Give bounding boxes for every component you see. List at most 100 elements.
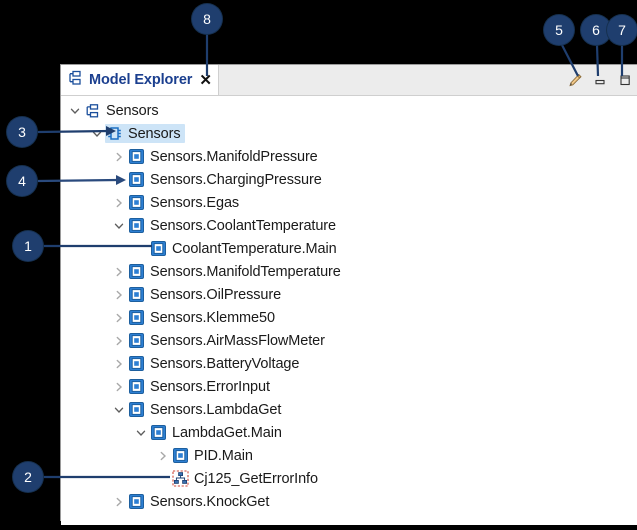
tree-row-label: Sensors.CoolantTemperature xyxy=(150,217,336,234)
tree-row-label: Sensors.LambdaGet xyxy=(150,401,282,418)
chevron-right-icon[interactable] xyxy=(111,494,127,510)
tree-row-content[interactable]: Sensors.LambdaGet xyxy=(127,400,285,419)
callout-marker-4: 4 xyxy=(7,166,37,196)
module-icon xyxy=(128,355,145,372)
tree-row[interactable]: Sensors.ManifoldPressure xyxy=(61,145,637,168)
close-icon[interactable]: ✕ xyxy=(199,71,212,89)
tree-row-content[interactable]: Cj125_GetErrorInfo xyxy=(171,469,322,488)
chevron-right-icon[interactable] xyxy=(111,310,127,326)
hierarchy-icon xyxy=(84,102,101,119)
tree-indent xyxy=(67,225,111,226)
module-icon xyxy=(128,263,145,280)
tree-indent xyxy=(67,478,155,479)
pencil-icon[interactable] xyxy=(567,72,583,88)
model-explorer-window: Model Explorer ✕ xyxy=(60,64,637,525)
module-icon xyxy=(128,194,145,211)
tree-row[interactable]: Sensors xyxy=(61,122,637,145)
tree-row-content[interactable]: Sensors.ManifoldTemperature xyxy=(127,262,345,281)
tree-row[interactable]: PID.Main xyxy=(61,444,637,467)
tree-indent xyxy=(67,156,111,157)
tree-row-content[interactable]: Sensors.AirMassFlowMeter xyxy=(127,331,329,350)
chevron-right-icon[interactable] xyxy=(155,448,171,464)
callout-marker-6: 6 xyxy=(581,15,611,45)
tree-row-content[interactable]: Sensors.Egas xyxy=(127,193,243,212)
tree-row[interactable]: Sensors.ErrorInput xyxy=(61,375,637,398)
tree-row-content[interactable]: Sensors.KnockGet xyxy=(127,492,273,511)
tree-row-content[interactable]: CoolantTemperature.Main xyxy=(149,239,341,258)
tree-row[interactable]: Sensors.ChargingPressure xyxy=(61,168,637,191)
callout-number: 4 xyxy=(18,173,26,189)
tree-row[interactable]: Sensors.ManifoldTemperature xyxy=(61,260,637,283)
chevron-right-icon[interactable] xyxy=(111,333,127,349)
tree-row[interactable]: LambdaGet.Main xyxy=(61,421,637,444)
module-icon xyxy=(128,378,145,395)
tree-row-content[interactable]: Sensors.ManifoldPressure xyxy=(127,147,322,166)
tree-row[interactable]: Sensors xyxy=(61,99,637,122)
tree-row[interactable]: CoolantTemperature.Main xyxy=(61,237,637,260)
tree-indent xyxy=(67,133,89,134)
minimize-icon[interactable] xyxy=(592,72,608,88)
chevron-right-icon[interactable] xyxy=(111,356,127,372)
tree-row-label: Sensors.Klemme50 xyxy=(150,309,275,326)
chevron-down-icon[interactable] xyxy=(89,126,105,142)
chevron-right-icon[interactable] xyxy=(111,195,127,211)
tree-row-content[interactable]: Sensors.CoolantTemperature xyxy=(127,216,340,235)
tree-row-content[interactable]: PID.Main xyxy=(171,446,257,465)
callout-number: 3 xyxy=(18,124,26,140)
tree-indent xyxy=(67,409,111,410)
network-icon xyxy=(172,470,189,487)
tree-row-content[interactable]: Sensors.Klemme50 xyxy=(127,308,279,327)
tree-row-label: Sensors.Egas xyxy=(150,194,240,211)
callout-marker-3: 3 xyxy=(7,117,37,147)
tree-indent xyxy=(67,294,111,295)
module-icon xyxy=(128,332,145,349)
chevron-right-icon[interactable] xyxy=(111,264,127,280)
tree-row[interactable]: Sensors.AirMassFlowMeter xyxy=(61,329,637,352)
tree-row[interactable]: Sensors.Klemme50 xyxy=(61,306,637,329)
chevron-down-icon[interactable] xyxy=(133,425,149,441)
tree-row[interactable]: Sensors.Egas xyxy=(61,191,637,214)
tree-row-content[interactable]: Sensors xyxy=(105,124,185,143)
tree-row-content[interactable]: Sensors.ErrorInput xyxy=(127,377,274,396)
tree-row[interactable]: Sensors.LambdaGet xyxy=(61,398,637,421)
module-icon xyxy=(128,148,145,165)
tab-model-explorer[interactable]: Model Explorer ✕ xyxy=(61,65,219,95)
tree-indent xyxy=(67,317,111,318)
tab-tools xyxy=(567,65,633,95)
tree-indent xyxy=(67,455,155,456)
tree-row-label: Sensors.ManifoldPressure xyxy=(150,148,318,165)
chevron-right-icon[interactable] xyxy=(111,149,127,165)
callout-number: 8 xyxy=(203,11,211,27)
tree-row[interactable]: Sensors.KnockGet xyxy=(61,490,637,513)
tree-indent xyxy=(67,501,111,502)
tree-indent xyxy=(67,248,133,249)
tree-row-content[interactable]: Sensors.BatteryVoltage xyxy=(127,354,303,373)
tree-row[interactable]: Sensors.BatteryVoltage xyxy=(61,352,637,375)
tab-strip: Model Explorer ✕ xyxy=(61,65,637,96)
tree-indent xyxy=(67,340,111,341)
tree-indent xyxy=(67,432,133,433)
chevron-down-icon[interactable] xyxy=(111,402,127,418)
tree-row-label: Sensors.KnockGet xyxy=(150,493,270,510)
chevron-right-icon[interactable] xyxy=(111,172,127,188)
tree-row[interactable]: Sensors.OilPressure xyxy=(61,283,637,306)
tree-row-label: Sensors xyxy=(106,102,159,119)
callout-number: 6 xyxy=(592,22,600,38)
tree-row-content[interactable]: Sensors xyxy=(83,101,163,120)
tree-row[interactable]: Cj125_GetErrorInfo xyxy=(61,467,637,490)
tree-row-content[interactable]: Sensors.ChargingPressure xyxy=(127,170,326,189)
tree-row-label: Sensors.ChargingPressure xyxy=(150,171,322,188)
module-icon xyxy=(128,286,145,303)
module-icon xyxy=(128,493,145,510)
maximize-icon[interactable] xyxy=(617,72,633,88)
chevron-right-icon[interactable] xyxy=(111,379,127,395)
chevron-right-icon[interactable] xyxy=(111,287,127,303)
chevron-down-icon[interactable] xyxy=(111,218,127,234)
chevron-down-icon[interactable] xyxy=(67,103,83,119)
tree-row-content[interactable]: Sensors.OilPressure xyxy=(127,285,285,304)
tree-row[interactable]: Sensors.CoolantTemperature xyxy=(61,214,637,237)
tree-row-label: Sensors.BatteryVoltage xyxy=(150,355,300,372)
callout-marker-7: 7 xyxy=(607,15,637,45)
tree-row-content[interactable]: LambdaGet.Main xyxy=(149,423,286,442)
